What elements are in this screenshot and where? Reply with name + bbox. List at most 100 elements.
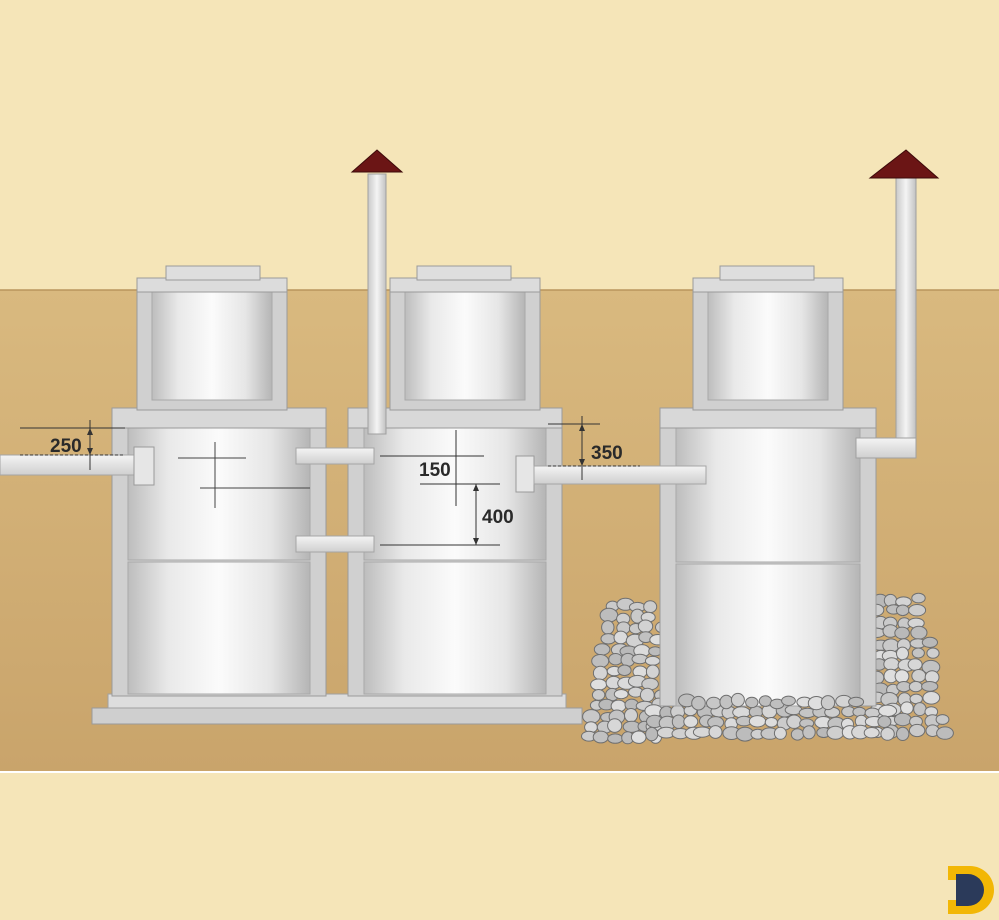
gravel-stone: [907, 658, 923, 671]
gravel-stone: [764, 717, 779, 728]
gravel-stone: [911, 592, 926, 604]
gravel-stone: [896, 726, 910, 742]
tank-1-ring-upper: [127, 427, 311, 561]
gravel-stone: [786, 714, 802, 729]
inlet-pipe: [0, 454, 141, 476]
outlet-tee: [515, 455, 535, 493]
dimension-350: [548, 416, 640, 480]
gravel-stone: [896, 646, 909, 661]
gravel-stone: [908, 604, 927, 617]
tank-2-ring-lower: [363, 561, 547, 695]
tank-3-hatch: [719, 265, 815, 281]
gravel-stone: [630, 730, 647, 744]
gravel-stone: [607, 718, 623, 733]
gravel-stone: [893, 712, 912, 727]
gravel-stone: [908, 680, 923, 693]
gravel-stone: [706, 696, 722, 710]
gravel-stone: [900, 701, 914, 715]
outlet-pipe: [533, 465, 707, 485]
tank-1-hatch: [165, 265, 261, 281]
gravel-stone: [644, 655, 661, 666]
gravel-stone: [671, 714, 686, 729]
gravel-stone: [910, 625, 928, 640]
gravel-stone: [613, 630, 629, 645]
gravel-stone: [895, 604, 910, 617]
filtration-well: [659, 265, 877, 707]
gravel-stone: [790, 728, 805, 741]
dimension-label-350: 350: [591, 443, 623, 464]
ventilation-pipe-2: [895, 177, 917, 459]
tank-2-hatch: [416, 265, 512, 281]
gravel-stone: [599, 607, 619, 623]
inlet-tee: [133, 446, 155, 486]
dimension-250: [20, 420, 125, 470]
gravel-stone: [748, 715, 767, 728]
gravel-stone: [877, 715, 892, 729]
d-letter-logo: [946, 866, 994, 914]
gravel-stone: [894, 626, 910, 640]
gravel-stone: [691, 695, 706, 711]
tank-3-ring-lower: [675, 563, 861, 707]
ventilation-pipe-1: [367, 173, 387, 435]
gravel-stone: [593, 643, 611, 656]
vent-cap-2: [868, 149, 940, 179]
dimension-150-400: [380, 430, 500, 546]
gravel-stone: [643, 600, 658, 614]
gravel-stone: [911, 669, 927, 683]
vent-cap-1: [350, 149, 404, 173]
gravel-stone: [624, 708, 638, 723]
gravel-stone: [592, 665, 608, 681]
gravel-stone: [820, 695, 836, 711]
gravel-stone: [908, 723, 926, 738]
gravel-stone: [641, 677, 659, 691]
gravel-stone: [592, 730, 609, 744]
gravel-stone: [848, 696, 865, 708]
gravel-stone: [708, 725, 723, 739]
gravel-stone: [637, 619, 654, 633]
overflow-pipe-upper: [295, 447, 375, 465]
gravel-stone: [745, 696, 759, 709]
gravel-stone: [773, 726, 787, 740]
gravel-stone: [683, 715, 699, 728]
tank-2-ring-upper: [363, 427, 547, 561]
gravel-stone: [600, 633, 617, 645]
tank-3-ring-upper: [675, 427, 861, 563]
gravel-stone: [608, 653, 623, 666]
gravel-stone: [911, 647, 925, 659]
gravel-stone: [692, 726, 712, 738]
gravel-stone: [894, 669, 910, 684]
logo-inner: [956, 874, 984, 906]
gravel-stone: [883, 657, 900, 671]
gravel-stone: [613, 689, 629, 700]
gravel-stone: [617, 664, 632, 677]
gravel-stone: [922, 691, 941, 705]
logo-cut: [946, 880, 956, 900]
gravel-stone: [863, 727, 880, 739]
gravel-stone: [639, 687, 655, 703]
gravel-stone: [607, 733, 624, 744]
base-slab: [91, 707, 583, 725]
gravel-stone: [921, 681, 939, 692]
settling-well-1: [111, 265, 327, 697]
gravel-stone: [730, 692, 745, 708]
gravel-filter-bed: [581, 592, 954, 745]
gravel-stone: [802, 725, 816, 740]
base-slab-top: [107, 693, 567, 709]
tank-3-neck-ring: [707, 289, 829, 401]
gravel-stone: [758, 695, 773, 707]
dimension-label-150: 150: [419, 460, 451, 481]
gravel-stone: [781, 695, 796, 706]
gravel-stone: [719, 694, 734, 710]
gravel-stone: [878, 704, 898, 717]
dimension-label-250: 250: [50, 436, 82, 457]
tank-2-neck-ring: [404, 289, 526, 401]
dimension-label-400: 400: [482, 507, 514, 528]
gravel-stone: [913, 702, 927, 717]
gravel-stone: [601, 620, 615, 635]
ventilation-pipe-2-elbow: [855, 437, 917, 459]
dimension-ticks-tank-1: [178, 442, 310, 508]
tank-1-ring-lower: [127, 561, 311, 695]
gravel-stone: [935, 714, 950, 725]
tank-3-slab: [659, 407, 877, 429]
